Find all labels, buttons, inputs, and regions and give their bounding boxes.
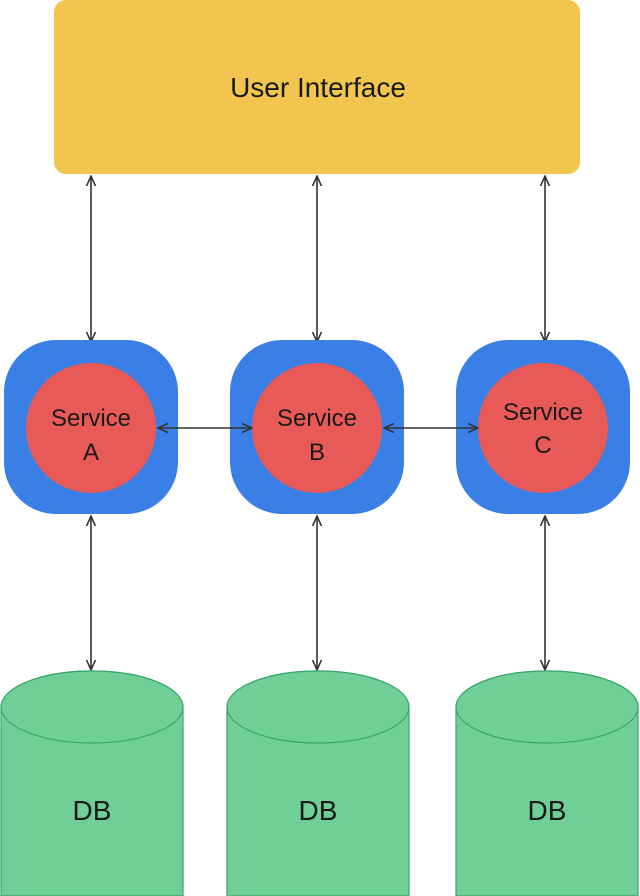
service-b-circle: [252, 363, 382, 493]
service-b-node: Service B: [230, 340, 404, 514]
user-interface-node: User Interface: [54, 0, 580, 174]
service-c-node: Service C: [456, 340, 630, 514]
service-c-letter: C: [534, 432, 551, 459]
service-a-letter: A: [83, 439, 99, 466]
service-c-circle: [478, 363, 608, 493]
database-c-label: DB: [528, 795, 567, 826]
database-c-top: [455, 670, 639, 744]
database-a-node: DB: [0, 670, 184, 896]
user-interface-label: User Interface: [230, 72, 406, 103]
service-c-label: Service: [503, 399, 583, 426]
service-a-circle: [26, 363, 156, 493]
service-a-node: Service A: [4, 340, 178, 514]
database-b-node: DB: [226, 670, 410, 896]
service-a-label: Service: [51, 405, 131, 432]
database-c-node: DB: [455, 670, 639, 896]
database-a-top: [0, 670, 184, 744]
service-b-letter: B: [309, 439, 325, 466]
user-interface-box: [54, 0, 580, 174]
database-b-label: DB: [299, 795, 338, 826]
database-b-top: [226, 670, 410, 744]
service-b-label: Service: [277, 405, 357, 432]
database-a-label: DB: [73, 795, 112, 826]
